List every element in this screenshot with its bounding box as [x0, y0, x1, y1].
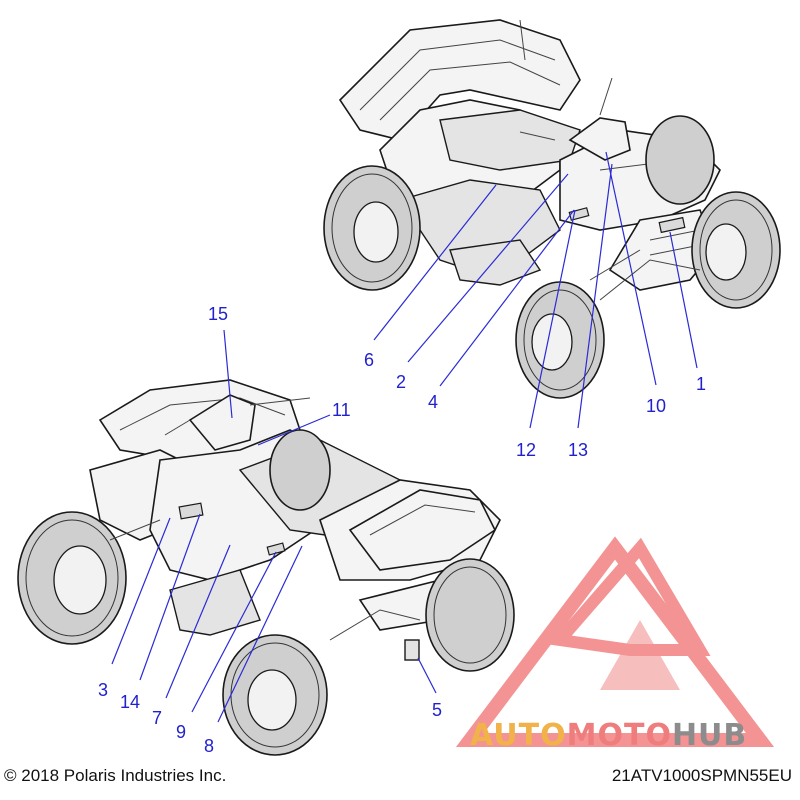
copyright-notice: © 2018 Polaris Industries Inc. [4, 766, 227, 785]
leader-12 [529, 209, 576, 429]
leader-9 [191, 551, 277, 713]
leader-14 [139, 513, 201, 681]
leader-11 [257, 414, 331, 446]
leader-8 [217, 545, 303, 723]
atv-rear-view [17, 379, 515, 756]
atv-front-view [323, 19, 781, 399]
callout-9: 9 [176, 722, 186, 742]
callout-6: 6 [364, 350, 374, 370]
leader-15 [223, 329, 233, 419]
callout-15: 15 [208, 304, 228, 324]
watermark-auto: AUTO [470, 718, 567, 753]
leader-7 [165, 544, 231, 699]
callout-14: 14 [120, 692, 140, 712]
watermark-text: AUTOMOTOHUB [470, 718, 747, 753]
leader-10 [605, 151, 657, 386]
watermark-hub: HUB [671, 718, 748, 753]
callout-1: 1 [696, 374, 706, 394]
watermark-moto: MOTO [566, 718, 672, 753]
watermark-logo [455, 536, 775, 747]
callout-labels: 1 2 3 4 5 6 7 8 9 10 11 12 13 14 15 [98, 304, 706, 756]
callout-7: 7 [152, 708, 162, 728]
leader-13 [577, 163, 613, 429]
leader-1 [669, 231, 698, 369]
leader-4 [439, 209, 575, 387]
callout-12: 12 [516, 440, 536, 460]
callout-13: 13 [568, 440, 588, 460]
callout-5: 5 [432, 700, 442, 720]
leader-5 [417, 657, 437, 694]
callout-10: 10 [646, 396, 666, 416]
callout-8: 8 [204, 736, 214, 756]
leader-lines [111, 151, 698, 723]
part-code: 21ATV1000SPMN55EU [611, 766, 792, 785]
callout-11: 11 [332, 400, 351, 420]
callout-3: 3 [98, 680, 108, 700]
callout-4: 4 [428, 392, 438, 412]
callout-2: 2 [396, 372, 406, 392]
leader-2 [407, 173, 569, 363]
leader-3 [111, 517, 171, 665]
leader-6 [373, 184, 497, 341]
